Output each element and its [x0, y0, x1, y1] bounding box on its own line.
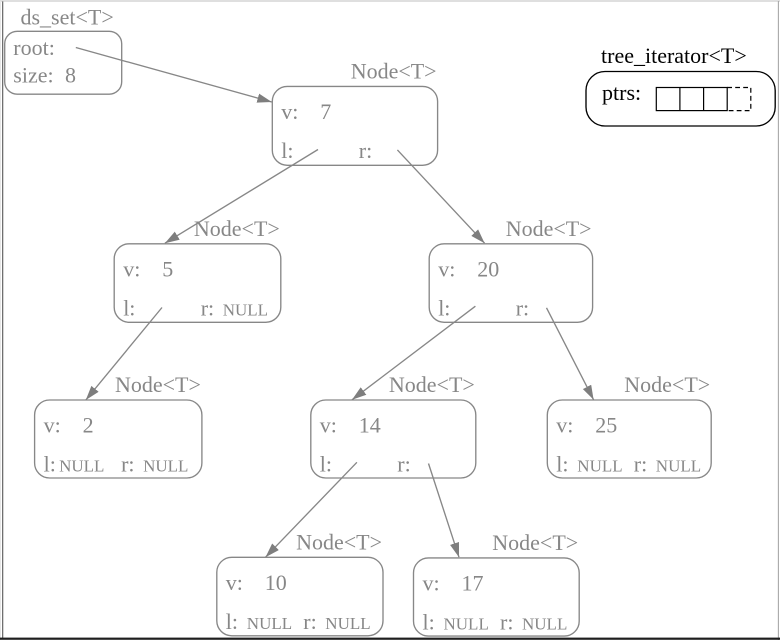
- svg-text:Node<T>: Node<T>: [624, 372, 710, 397]
- svg-text:14: 14: [359, 413, 381, 438]
- svg-text:v:: v:: [123, 256, 140, 281]
- svg-text:root:: root:: [13, 35, 55, 60]
- svg-text:NULL: NULL: [325, 614, 370, 633]
- svg-text:l:: l:: [320, 452, 332, 477]
- svg-text:Node<T>: Node<T>: [389, 372, 475, 397]
- svg-text:NULL: NULL: [577, 457, 622, 476]
- svg-text:v:: v:: [281, 99, 298, 124]
- svg-text:25: 25: [595, 413, 617, 438]
- svg-text:l:: l:: [226, 609, 238, 634]
- svg-text:17: 17: [462, 570, 484, 595]
- svg-text:v:: v:: [423, 570, 440, 595]
- svg-text:v:: v:: [44, 413, 61, 438]
- svg-text:Node<T>: Node<T>: [506, 216, 592, 241]
- svg-text:Node<T>: Node<T>: [115, 372, 201, 397]
- svg-text:r:: r:: [516, 295, 529, 320]
- svg-text:v:: v:: [438, 256, 455, 281]
- svg-text:Node<T>: Node<T>: [194, 216, 280, 241]
- svg-text:Node<T>: Node<T>: [492, 530, 578, 555]
- svg-text:10: 10: [265, 570, 287, 595]
- svg-text:r:: r:: [634, 452, 647, 477]
- svg-text:r:: r:: [201, 295, 214, 320]
- svg-text:ds_set<T>: ds_set<T>: [21, 5, 114, 30]
- svg-text:NULL: NULL: [143, 457, 188, 476]
- svg-text:NULL: NULL: [656, 457, 701, 476]
- svg-text:l:: l:: [438, 295, 450, 320]
- svg-text:r:: r:: [359, 138, 372, 163]
- svg-text:Node<T>: Node<T>: [351, 59, 437, 84]
- svg-text:l:: l:: [44, 452, 56, 477]
- svg-text:8: 8: [65, 63, 76, 88]
- svg-text:r:: r:: [303, 609, 316, 634]
- svg-text:v:: v:: [320, 413, 337, 438]
- svg-text:l:: l:: [423, 609, 435, 634]
- svg-text:v:: v:: [226, 570, 243, 595]
- svg-text:20: 20: [477, 256, 499, 281]
- svg-text:l:: l:: [556, 452, 568, 477]
- svg-text:r:: r:: [500, 609, 513, 634]
- svg-text:2: 2: [83, 413, 94, 438]
- svg-text:Node<T>: Node<T>: [296, 530, 382, 555]
- svg-text:7: 7: [320, 99, 331, 124]
- svg-text:NULL: NULL: [223, 300, 268, 319]
- svg-text:r:: r:: [121, 452, 134, 477]
- svg-text:l:: l:: [123, 295, 135, 320]
- svg-text:r:: r:: [397, 452, 410, 477]
- svg-text:tree_iterator<T>: tree_iterator<T>: [601, 43, 747, 68]
- svg-text:v:: v:: [556, 413, 573, 438]
- svg-text:NULL: NULL: [59, 457, 104, 476]
- svg-text:NULL: NULL: [444, 614, 489, 633]
- svg-text:NULL: NULL: [247, 614, 292, 633]
- svg-text:5: 5: [162, 256, 173, 281]
- svg-text:l:: l:: [281, 138, 293, 163]
- svg-text:size:: size:: [13, 63, 53, 88]
- svg-text:NULL: NULL: [522, 614, 567, 633]
- svg-text:ptrs:: ptrs:: [602, 80, 641, 105]
